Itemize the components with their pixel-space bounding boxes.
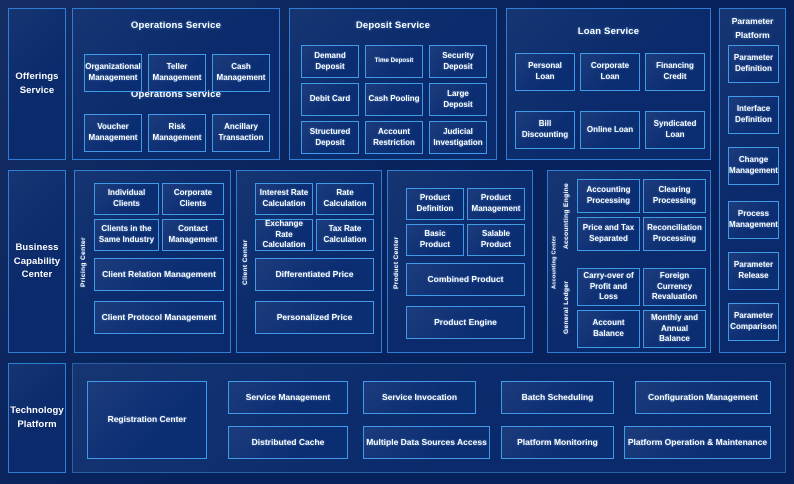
group-product-center-label: Product Center — [393, 236, 400, 289]
box-structured-deposit[interactable]: Structured Deposit — [301, 121, 359, 154]
box-large-deposit[interactable]: Large Deposit — [429, 83, 487, 116]
box-combined-product[interactable]: Combined Product — [406, 263, 525, 296]
box-voucher-management[interactable]: Voucher Management — [84, 114, 142, 152]
box-batch-scheduling[interactable]: Batch Scheduling — [501, 381, 614, 414]
box-client-protocol-management[interactable]: Client Protocol Management — [94, 301, 224, 334]
box-teller-management[interactable]: Teller Management — [148, 54, 206, 92]
box-registration-center[interactable]: Registration Center — [87, 381, 207, 459]
box-risk-management[interactable]: Risk Management — [148, 114, 206, 152]
group-deposit-service-title: Deposit Service — [355, 20, 431, 31]
box-price-and-tax-separated[interactable]: Price and Tax Separated — [577, 217, 640, 251]
rail-business-capability-center[interactable]: Business Capability Center — [8, 170, 66, 353]
box-parameter-release[interactable]: Parameter Release — [728, 252, 779, 290]
group-pricing-center-label: Pricing Center — [80, 237, 87, 288]
box-exchange-rate-calculation[interactable]: Exchange Rate Calculation — [255, 219, 313, 251]
group-operations-service-subtitle: Operations Service — [130, 89, 222, 100]
group-operations-service-title: Operations Service — [130, 20, 222, 31]
sidebar-parameter-platform[interactable]: Parameter Platform Parameter Definition … — [719, 8, 786, 353]
group-accounting-center[interactable]: Accounting Center Accounting Engine Acco… — [547, 170, 711, 353]
box-client-relation-management[interactable]: Client Relation Management — [94, 258, 224, 291]
box-time-deposit[interactable]: Time Deposit — [365, 45, 423, 78]
box-interest-rate-calculation[interactable]: Interest Rate Calculation — [255, 183, 313, 215]
box-financing-credit[interactable]: Financing Credit — [645, 53, 705, 91]
box-monthly-and-annual-balance[interactable]: Monthly and Annual Balance — [643, 310, 706, 348]
sidebar-title-line1: Parameter — [731, 16, 774, 26]
box-reconciliation-processing[interactable]: Reconciliation Processing — [643, 217, 706, 251]
box-salable-product[interactable]: Salable Product — [467, 224, 525, 256]
box-cash-management[interactable]: Cash Management — [212, 54, 270, 92]
box-product-definition[interactable]: Product Definition — [406, 188, 464, 220]
subgroup-general-ledger-label: General Ledger — [563, 280, 570, 334]
box-organizational-management[interactable]: Organizational Management — [84, 54, 142, 92]
box-tax-rate-calculation[interactable]: Tax Rate Calculation — [316, 219, 374, 251]
box-product-engine[interactable]: Product Engine — [406, 306, 525, 339]
group-loan-service[interactable]: Loan Service Personal Loan Corporate Loa… — [506, 8, 711, 160]
box-bill-discounting[interactable]: Bill Discounting — [515, 111, 575, 149]
box-contact-management[interactable]: Contact Management — [162, 219, 224, 251]
box-parameter-comparison[interactable]: Parameter Comparison — [728, 303, 779, 341]
box-corporate-loan[interactable]: Corporate Loan — [580, 53, 640, 91]
box-debit-card[interactable]: Debit Card — [301, 83, 359, 116]
box-platform-operation-maintenance[interactable]: Platform Operation & Maintenance — [624, 426, 771, 459]
box-clients-in-the-same-industry[interactable]: Clients in the Same Industry — [94, 219, 159, 251]
box-personal-loan[interactable]: Personal Loan — [515, 53, 575, 91]
box-clearing-processing[interactable]: Clearing Processing — [643, 179, 706, 213]
box-accounting-processing[interactable]: Accounting Processing — [577, 179, 640, 213]
box-judicial-investigation[interactable]: Judicial Investigation — [429, 121, 487, 154]
box-differentiated-price[interactable]: Differentiated Price — [255, 258, 374, 291]
group-accounting-center-label: Accounting Center — [551, 235, 558, 290]
group-operations-service[interactable]: Operations Service Operations Service Or… — [72, 8, 280, 160]
box-syndicated-loan[interactable]: Syndicated Loan — [645, 111, 705, 149]
rail-offerings-service[interactable]: Offerings Service — [8, 8, 66, 160]
group-client-center-label: Client Center — [242, 239, 249, 286]
box-multiple-data-sources-access[interactable]: Multiple Data Sources Access — [363, 426, 490, 459]
box-demand-deposit[interactable]: Demand Deposit — [301, 45, 359, 78]
box-carry-over-of-profit-and-loss[interactable]: Carry-over of Profit and Loss — [577, 268, 640, 306]
rail-technology-platform[interactable]: Technology Platform — [8, 363, 66, 473]
rail-business-capability-center-label: Business Capability Center — [13, 241, 61, 281]
group-client-center[interactable]: Client Center Interest Rate Calculation … — [236, 170, 382, 353]
box-foreign-currency-revaluation[interactable]: Foreign Currency Revaluation — [643, 268, 706, 306]
box-product-management[interactable]: Product Management — [467, 188, 525, 220]
box-parameter-definition[interactable]: Parameter Definition — [728, 45, 779, 83]
rail-technology-platform-label: Technology Platform — [10, 405, 64, 430]
group-loan-service-title: Loan Service — [577, 26, 640, 37]
group-pricing-center[interactable]: Pricing Center Individual Clients Corpor… — [74, 170, 231, 353]
box-basic-product[interactable]: Basic Product — [406, 224, 464, 256]
box-online-loan[interactable]: Online Loan — [580, 111, 640, 149]
box-individual-clients[interactable]: Individual Clients — [94, 183, 159, 215]
box-process-management[interactable]: Process Management — [728, 201, 779, 239]
box-cash-pooling[interactable]: Cash Pooling — [365, 83, 423, 116]
subgroup-accounting-engine-label: Accounting Engine — [563, 182, 570, 250]
group-product-center[interactable]: Product Center Product Definition Produc… — [387, 170, 533, 353]
box-account-restriction[interactable]: Account Restriction — [365, 121, 423, 154]
box-personalized-price[interactable]: Personalized Price — [255, 301, 374, 334]
box-distributed-cache[interactable]: Distributed Cache — [228, 426, 348, 459]
group-technology-platform[interactable]: Registration Center Service Management S… — [72, 363, 786, 473]
box-service-management[interactable]: Service Management — [228, 381, 348, 414]
box-ancillary-transaction[interactable]: Ancillary Transaction — [212, 114, 270, 152]
box-platform-monitoring[interactable]: Platform Monitoring — [501, 426, 614, 459]
box-configuration-management[interactable]: Configuration Management — [635, 381, 771, 414]
sidebar-title: Parameter Platform — [720, 15, 785, 42]
group-deposit-service[interactable]: Deposit Service Demand Deposit Time Depo… — [289, 8, 497, 160]
box-corporate-clients[interactable]: Corporate Clients — [162, 183, 224, 215]
box-service-invocation[interactable]: Service Invocation — [363, 381, 476, 414]
box-security-deposit[interactable]: Security Deposit — [429, 45, 487, 78]
box-change-management[interactable]: Change Management — [728, 147, 779, 185]
box-interface-definition[interactable]: Interface Definition — [728, 96, 779, 134]
box-rate-calculation[interactable]: Rate Calculation — [316, 183, 374, 215]
rail-offerings-service-label: Offerings Service — [15, 71, 59, 96]
box-account-balance[interactable]: Account Balance — [577, 310, 640, 348]
sidebar-title-line2: Platform — [735, 29, 770, 40]
